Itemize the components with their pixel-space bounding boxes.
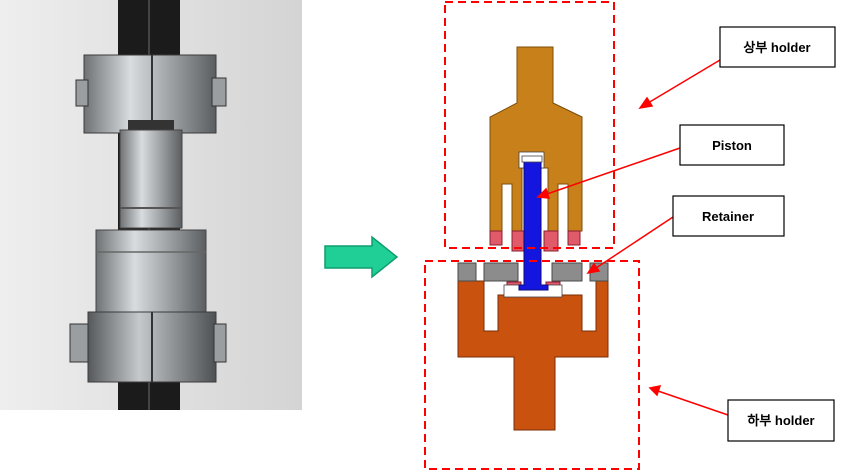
label-upper-holder: 상부 holder xyxy=(719,26,836,68)
transition-arrow xyxy=(324,235,399,279)
label-upper-holder-text: 상부 holder xyxy=(743,40,810,55)
label-lower-holder: 하부 holder xyxy=(727,399,835,442)
label-lower-holder-text: 하부 holder xyxy=(747,413,814,428)
label-retainer-text: Retainer xyxy=(702,209,754,224)
piston-shape xyxy=(518,157,549,291)
holder-schematic xyxy=(457,46,609,431)
lower-holder-shape xyxy=(457,280,609,431)
lower-clamp xyxy=(69,311,227,383)
label-piston-text: Piston xyxy=(712,138,752,153)
label-retainer: Retainer xyxy=(672,195,785,237)
lower-cylinder xyxy=(95,229,207,313)
lower-holder-box xyxy=(424,260,640,470)
specimen-photo xyxy=(0,0,302,410)
upper-cylinder xyxy=(119,129,183,229)
upper-holder-box xyxy=(444,1,615,249)
label-piston: Piston xyxy=(679,124,785,166)
grey-retainer-blocks xyxy=(457,262,609,282)
leader-lines xyxy=(536,59,729,416)
